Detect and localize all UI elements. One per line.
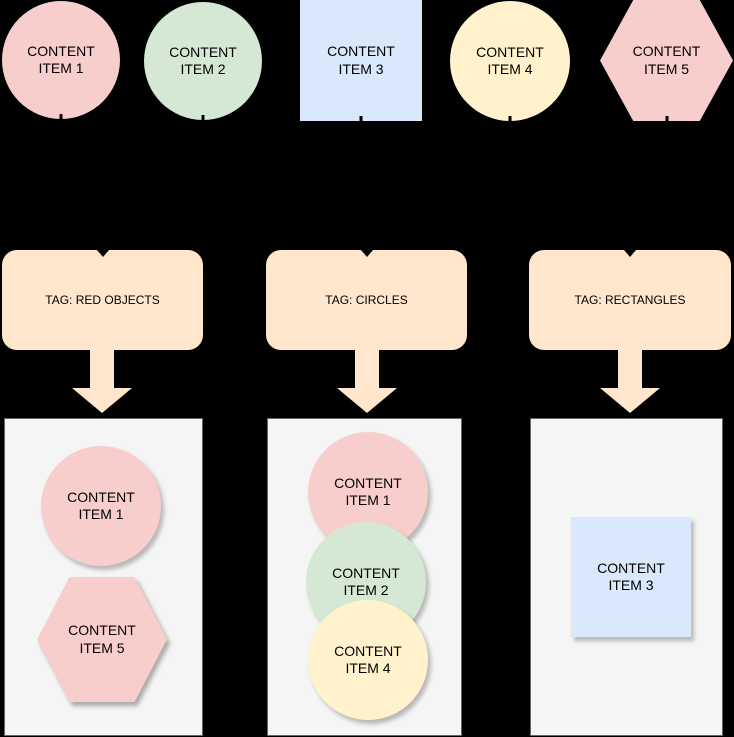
grouped-content-item-1: CONTENT ITEM 1 [41, 446, 161, 566]
content-item-2-node: CONTENT ITEM 2 [144, 2, 262, 121]
content-item-2-label: CONTENT ITEM 2 [169, 43, 237, 78]
content-item-5-label: CONTENT ITEM 5 [632, 43, 701, 77]
group-container-red-objects: CONTENT ITEM 1 CONTENT ITEM 5 [4, 418, 203, 736]
connector-stub [508, 116, 512, 122]
grouped-content-item-5: CONTENT ITEM 5 [37, 577, 167, 702]
content-item-3-label: CONTENT ITEM 3 [327, 43, 395, 77]
grouped-item-label: CONTENT ITEM 5 [68, 622, 136, 656]
down-arrow-icon [72, 350, 132, 413]
content-item-1-label: CONTENT ITEM 1 [27, 42, 95, 77]
grouped-content-item-3: CONTENT ITEM 3 [571, 517, 691, 637]
content-item-4-label: CONTENT ITEM 4 [476, 43, 544, 78]
grouped-item-label: CONTENT ITEM 1 [67, 488, 135, 523]
group-container-circles: CONTENT ITEM 1 CONTENT ITEM 2 CONTENT IT… [267, 418, 462, 736]
content-item-3-node: CONTENT ITEM 3 [300, 0, 422, 122]
content-item-5-node: CONTENT ITEM 5 [600, 0, 733, 121]
down-arrow-icon [337, 350, 397, 413]
content-item-4-node: CONTENT ITEM 4 [450, 1, 570, 122]
connector-arrowhead-icon [96, 250, 109, 257]
down-arrow-icon [600, 350, 660, 413]
connector-arrowhead-icon [360, 250, 373, 257]
grouped-item-label: CONTENT ITEM 4 [334, 642, 402, 677]
connector-stub [59, 114, 63, 120]
tag-red-objects-label: TAG: RED OBJECTS [45, 293, 160, 307]
content-item-1-node: CONTENT ITEM 1 [2, 1, 120, 120]
tag-circles: TAG: CIRCLES [266, 250, 467, 350]
grouped-item-label: CONTENT ITEM 1 [334, 474, 402, 509]
connector-stub [359, 116, 363, 122]
group-container-rectangles: CONTENT ITEM 3 [530, 418, 723, 736]
connector-stub [665, 116, 668, 121]
tag-red-objects: TAG: RED OBJECTS [2, 250, 203, 350]
connector-stub [201, 115, 205, 121]
tag-circles-label: TAG: CIRCLES [325, 293, 408, 307]
connector-arrowhead-icon [624, 250, 636, 257]
grouped-content-item-4: CONTENT ITEM 4 [308, 600, 428, 720]
tag-rectangles-label: TAG: RECTANGLES [574, 293, 686, 307]
tag-rectangles: TAG: RECTANGLES [529, 250, 731, 350]
grouped-item-label: CONTENT ITEM 2 [332, 564, 400, 599]
grouped-item-label: CONTENT ITEM 3 [597, 559, 665, 594]
